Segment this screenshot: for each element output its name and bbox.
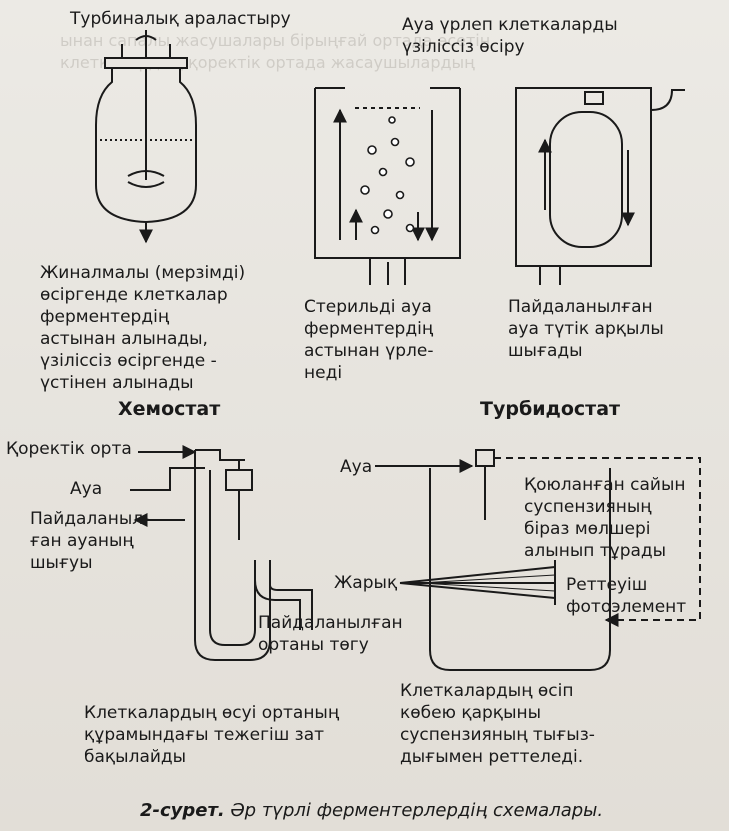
loop-fermenter: [515, 87, 685, 285]
harvest-line-3: ферментердің: [40, 307, 170, 327]
harvest-line-5: үзіліссіз өсіргенде -: [40, 351, 217, 371]
used-air-1: Пайдаланылған: [508, 297, 653, 317]
sterile-air-2: ферментердің: [304, 319, 434, 339]
bubbles: [360, 116, 415, 235]
sample-1: Қоюланған сайын: [524, 475, 686, 495]
air-left-label: Ауа: [70, 479, 103, 499]
turbidostat-desc-3: суспензияның тығыз-: [400, 725, 595, 745]
sample-2: суспензияның: [524, 497, 652, 517]
stirrer-label: Турбиналық араластыру: [70, 9, 291, 29]
figure-caption: 2-сурет. Әр түрлі ферментерлердің схемал…: [140, 800, 603, 821]
used-air-out-1: Пайдаланыл-: [30, 509, 150, 529]
harvest-line-2: өсіргенде клеткалар: [40, 285, 228, 305]
turbidostat-desc-1: Клеткалардың өсіп: [400, 681, 574, 701]
chemostat-title: Хемостат: [118, 398, 221, 420]
harvest-line-1: Жиналмалы (мерзімді): [40, 263, 246, 283]
figure-number: 2-сурет.: [140, 800, 225, 821]
chemostat-desc-1: Клеткалардың өсуі ортаның: [84, 703, 340, 723]
used-medium-2: ортаны төгу: [258, 635, 369, 655]
turbidostat: [375, 449, 701, 671]
stirred-vessel: [95, 30, 197, 244]
bubble-column: [314, 87, 461, 285]
photocell-2: фотоэлемент: [566, 597, 687, 617]
light-label: Жарық: [334, 573, 398, 593]
air-right-label: Ауа: [340, 457, 373, 477]
used-air-out-2: ған ауаның: [30, 531, 134, 551]
chemostat-desc-3: бақылайды: [84, 747, 187, 767]
airlift-caption-1: Ауа үрлеп клеткаларды: [402, 15, 618, 35]
sterile-air-4: неді: [304, 363, 343, 383]
harvest-line-4: астынан алынады,: [40, 329, 208, 349]
turbidostat-title: Турбидостат: [480, 398, 621, 420]
used-air-out-3: шығуы: [30, 553, 93, 573]
sample-4: алынып тұрады: [524, 541, 667, 561]
turbidostat-desc-2: көбею қарқыны: [400, 703, 542, 723]
airlift-caption-2: үзіліссіз өсіру: [402, 37, 525, 57]
used-air-2: ауа түтік арқылы: [508, 319, 664, 339]
nutrient-label: Қоректік орта: [6, 439, 132, 459]
sample-3: біраз мөлшері: [524, 519, 651, 539]
figure-caption-text: Әр түрлі ферментерлердің схемалары.: [230, 800, 604, 821]
chemostat: [130, 445, 313, 661]
sterile-air-3: астынан үрле-: [304, 341, 434, 361]
turbidostat-desc-4: дығымен реттеледі.: [400, 747, 584, 767]
harvest-line-6: үстінен алынады: [40, 373, 194, 393]
sterile-air-1: Стерильді ауа: [304, 297, 432, 317]
used-medium-1: Пайдаланылған: [258, 613, 403, 633]
chemostat-desc-2: құрамындағы тежегіш зат: [84, 725, 325, 745]
used-air-3: шығады: [508, 341, 583, 361]
photocell-1: Реттеуіш: [566, 575, 648, 595]
